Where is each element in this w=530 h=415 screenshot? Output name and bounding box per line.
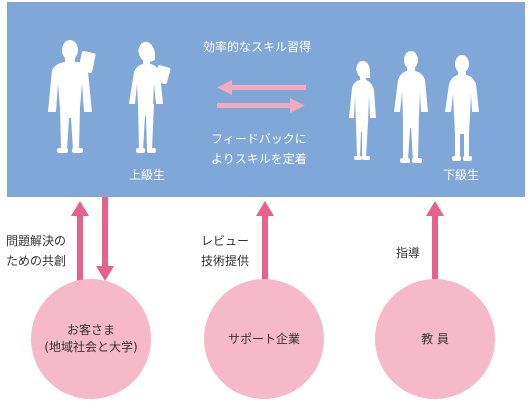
senior-to-customer-arrow: [96, 197, 114, 281]
customer-link-label-line2: ための共創: [6, 254, 67, 268]
senior-student-woman-icon: [129, 41, 171, 153]
senior-student-man-icon: [48, 40, 96, 153]
teacher-node: [375, 279, 495, 399]
customer-node-label-line2: (地域社会と大学): [44, 340, 138, 354]
junior-student-woman-icon: [349, 60, 376, 160]
bottom-arrow-label-line2: よりスキルを定着: [211, 152, 307, 166]
customer-node-label: お客さま (地域社会と大学): [31, 322, 151, 356]
exchange-arrow-to-junior: [217, 98, 305, 113]
teacher-to-junior-arrow: [426, 201, 444, 290]
customer-node: [31, 279, 151, 399]
students-panel: [7, 2, 525, 197]
support-company-label: サポート企業: [227, 332, 300, 346]
teacher-label: 教 員: [421, 332, 449, 346]
junior-label: 下級生: [443, 168, 480, 182]
senior-students-silhouettes: [48, 40, 171, 153]
bottom-arrow-label-line1: フィードバックに: [211, 132, 307, 146]
senior-label: 上級生: [129, 168, 166, 182]
support-to-senior-arrow: [256, 201, 274, 290]
exchange-arrow-to-senior: [217, 80, 306, 95]
teacher-link-label: 指導: [396, 246, 421, 260]
customer-to-senior-arrow: [71, 201, 89, 290]
support-link-label-line2: 技術提供: [201, 254, 250, 268]
junior-students-silhouettes: [349, 51, 479, 163]
top-arrow-label: 効率的なスキル習得: [203, 40, 312, 54]
support-company-node: [204, 279, 324, 399]
junior-student-boy-icon: [445, 55, 479, 161]
junior-student-man-icon: [394, 51, 428, 163]
support-link-label-line1: レビュー: [201, 234, 250, 248]
customer-node-label-line1: お客さま: [66, 323, 115, 337]
customer-link-label-line1: 問題解決の: [6, 234, 67, 248]
